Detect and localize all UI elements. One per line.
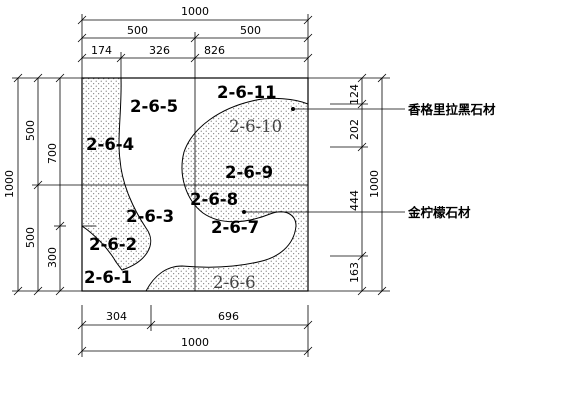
piece-label-2-6-10: 2-6-10: [229, 117, 282, 136]
dim-left-lower: 500: [24, 227, 37, 248]
dim-top-lines: [77, 14, 313, 78]
dim-right-lines: [308, 73, 390, 296]
dim-bottom-seg-b: 696: [218, 310, 239, 323]
dim-left-seg-a: 700: [46, 143, 59, 164]
dim-top-seg-a: 174: [91, 44, 112, 57]
piece-label-2-6-1: 2-6-1: [84, 268, 132, 287]
dim-top-half-right: 500: [240, 24, 261, 37]
piece-label-2-6-8: 2-6-8: [190, 190, 238, 209]
dim-bottom-total: 1000: [181, 336, 209, 349]
dim-left-upper: 500: [24, 120, 37, 141]
piece-label-2-6-7: 2-6-7: [211, 218, 259, 237]
legend-leader-shangri-la: [291, 107, 405, 111]
dim-top-seg-c: 826: [204, 44, 225, 57]
dim-right-seg-a: 124: [348, 84, 361, 105]
dim-bottom-lines: [77, 305, 313, 357]
dim-bottom-seg-a: 304: [106, 310, 127, 323]
dim-top-total: 1000: [181, 5, 209, 18]
dim-right-total: 1000: [368, 170, 381, 198]
dim-top-half-left: 500: [127, 24, 148, 37]
dim-top-seg-b: 326: [149, 44, 170, 57]
dim-right-seg-c: 444: [348, 190, 361, 211]
legend-shangri-la-black-stone: 香格里拉黑石材: [407, 102, 496, 117]
piece-label-2-6-5: 2-6-5: [130, 97, 178, 116]
dim-left-lines: [12, 73, 82, 296]
piece-label-2-6-11: 2-6-11: [217, 83, 277, 102]
piece-label-2-6-2: 2-6-2: [89, 235, 137, 254]
dim-right-seg-b: 202: [348, 119, 361, 140]
legend-leader-lemon: [242, 210, 405, 214]
piece-label-2-6-3: 2-6-3: [126, 207, 174, 226]
piece-label-2-6-6: 2-6-6: [213, 273, 256, 292]
legend-golden-lemon-stone: 金柠檬石材: [407, 205, 471, 220]
dim-right-seg-d: 163: [348, 262, 361, 283]
piece-label-2-6-4: 2-6-4: [86, 135, 134, 154]
dim-left-total: 1000: [3, 170, 16, 198]
dim-left-seg-b: 300: [46, 247, 59, 268]
spiral-band: [82, 78, 308, 291]
piece-label-2-6-9: 2-6-9: [225, 163, 273, 182]
